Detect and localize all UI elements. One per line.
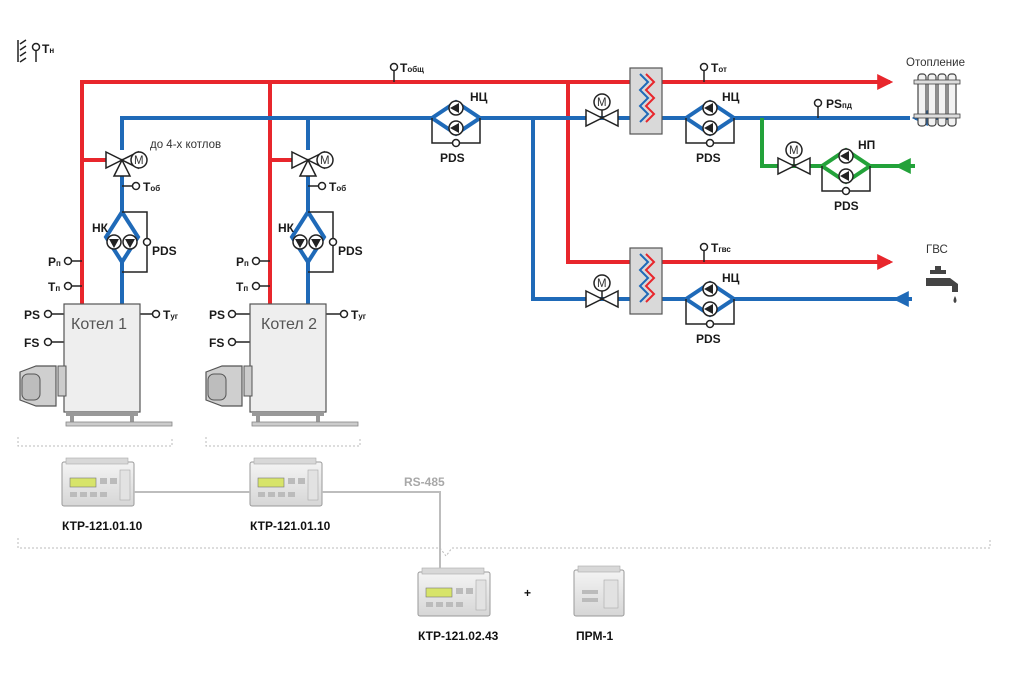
svg-text:M: M [597, 97, 607, 109]
svg-text:Tуг: Tуг [163, 308, 179, 322]
svg-text:PDS: PDS [834, 199, 859, 213]
plus-sign: + [524, 586, 531, 600]
heating-pump-group: НЦ PDS [682, 90, 740, 165]
radiator-icon [913, 73, 961, 127]
controller-ktr-2[interactable] [249, 457, 323, 507]
module-prm-label: ПРМ-1 [576, 629, 613, 643]
boiler1-pump-group: НК PDS [92, 208, 177, 273]
gvs-label: ГВС [926, 244, 948, 256]
controller-ktr-master[interactable] [417, 567, 491, 617]
svg-text:PDS: PDS [440, 151, 465, 165]
svg-text:Tп: Tп [48, 280, 60, 294]
controller-ktr-2-label: КТР-121.01.10 [250, 519, 331, 533]
svg-text:PS: PS [24, 308, 40, 322]
svg-text:Tуг: Tуг [351, 308, 367, 322]
heating-label: Отопление [906, 57, 965, 69]
heating-valve: M [585, 93, 619, 128]
svg-text:PSпд: PSпд [826, 97, 852, 111]
svg-text:FS: FS [209, 336, 224, 350]
boiler2-sensors: Tоб Pп Tп PS FS Tуг [209, 180, 367, 350]
outdoor-sensor: Tн [17, 39, 54, 63]
svg-text:Tобщ: Tобщ [400, 61, 424, 75]
boiler2-bracket [205, 437, 361, 447]
svg-text:RS-485: RS-485 [404, 475, 445, 489]
svg-text:Tп: Tп [236, 280, 248, 294]
supply-pipes [80, 74, 894, 306]
svg-text:PDS: PDS [152, 244, 177, 258]
rs485-bus: RS-485 [134, 475, 445, 568]
svg-text:PDS: PDS [696, 332, 721, 346]
svg-text:Tн: Tн [42, 42, 54, 56]
svg-text:M: M [134, 155, 144, 167]
controller-ktr-master-label: КТР-121.02.43 [418, 629, 499, 643]
main-circ-pump-group: НЦ PDS [428, 90, 488, 165]
dhw-heat-exchanger [629, 247, 663, 315]
svg-text:Tоб: Tоб [143, 180, 160, 194]
svg-text:НЦ: НЦ [722, 271, 740, 285]
boiler1-bracket [17, 437, 173, 447]
heating-heat-exchanger [629, 67, 663, 135]
svg-text:Pп: Pп [236, 255, 249, 269]
svg-text:M: M [789, 145, 799, 157]
svg-text:Tот: Tот [711, 61, 727, 75]
tgvs-sensor: Tгвс [699, 241, 731, 262]
svg-text:Котел 2: Котел 2 [261, 316, 317, 333]
boiler1-three-way-valve: M до 4-х котлов [105, 139, 221, 177]
dhw-pump-group: НЦ PDS [682, 271, 740, 346]
svg-text:M: M [320, 155, 330, 167]
return-pipes [120, 110, 952, 307]
controller-ktr-1[interactable] [61, 457, 135, 507]
boiler-1[interactable]: Котел 1 [19, 303, 173, 427]
tot-sensor: Tот [699, 61, 727, 82]
svg-text:НК: НК [92, 221, 109, 235]
svg-text:Pп: Pп [48, 255, 61, 269]
svg-text:НК: НК [278, 221, 295, 235]
svg-text:НП: НП [858, 138, 875, 152]
svg-text:PDS: PDS [696, 151, 721, 165]
svg-text:Tоб: Tоб [329, 180, 346, 194]
svg-text:НЦ: НЦ [470, 90, 488, 104]
controller-ktr-1-label: КТР-121.01.10 [62, 519, 143, 533]
boiler-2[interactable]: Котел 2 [205, 303, 359, 427]
faucet-icon [926, 266, 958, 303]
boiler2-three-way-valve: M [291, 150, 334, 177]
ventilation-pump-group: НП PDS [818, 138, 875, 213]
tobsh-sensor: Tобщ [389, 61, 424, 82]
svg-text:Котел 1: Котел 1 [71, 316, 127, 333]
svg-text:M: M [597, 278, 607, 290]
module-prm[interactable] [573, 565, 625, 617]
pspd-sensor: PSпд [813, 97, 852, 118]
system-bracket [17, 538, 991, 557]
svg-text:PS: PS [209, 308, 225, 322]
svg-text:PDS: PDS [338, 244, 363, 258]
svg-text:до 4-х котлов: до 4-х котлов [150, 139, 221, 151]
ventilation-valve: M [777, 141, 811, 176]
dhw-valve: M [585, 274, 619, 309]
boiler2-pump-group: НК PDS [278, 208, 363, 273]
svg-text:FS: FS [24, 336, 39, 350]
svg-text:Tгвс: Tгвс [711, 241, 731, 255]
svg-text:НЦ: НЦ [722, 90, 740, 104]
